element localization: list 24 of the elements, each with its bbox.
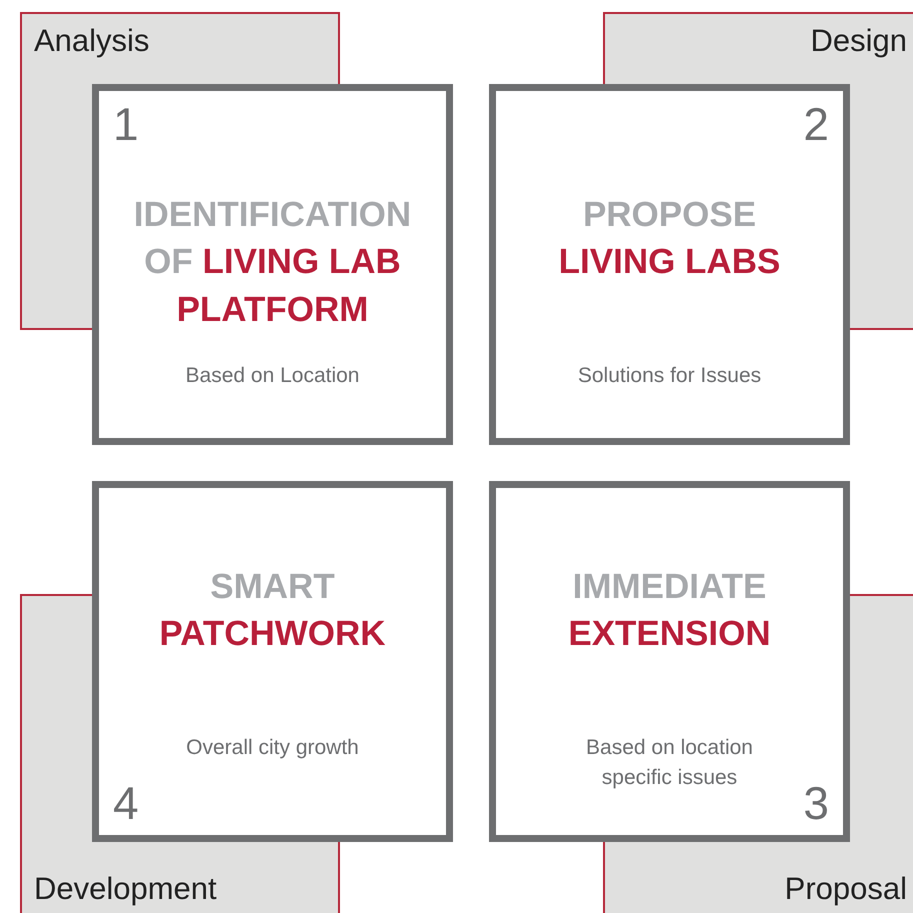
- phase-panel: [20, 842, 340, 913]
- step-heading: PROPOSE LIVING LABS: [558, 194, 782, 284]
- phase-label: Proposal: [784, 870, 907, 907]
- step-card: [489, 84, 850, 445]
- step-card: [489, 481, 850, 842]
- step-number: 3: [803, 778, 829, 829]
- step-caption: Based on location specific issues: [585, 735, 754, 792]
- phase-label: Design: [810, 22, 907, 60]
- phase-label: Analysis: [34, 22, 150, 60]
- step-heading: IMMEDIATE EXTENSION: [567, 566, 772, 656]
- phase-panel: [603, 12, 913, 84]
- step-card: [92, 481, 453, 842]
- step-caption: Based on Location: [184, 363, 360, 389]
- phase-panel: [20, 12, 340, 84]
- step-number: 4: [113, 778, 139, 829]
- step-number: 1: [113, 99, 139, 150]
- step-caption: Solutions for Issues: [576, 363, 762, 389]
- step-heading: SMART PATCHWORK: [158, 566, 387, 656]
- step-caption: Overall city growth: [185, 735, 360, 761]
- step-heading: IDENTIFICATION OF LIVING LAB PLATFORM: [132, 194, 412, 330]
- step-card: [92, 84, 453, 445]
- step-number: 2: [803, 99, 829, 150]
- phase-panel: [603, 842, 913, 913]
- phase-label: Development: [34, 870, 217, 907]
